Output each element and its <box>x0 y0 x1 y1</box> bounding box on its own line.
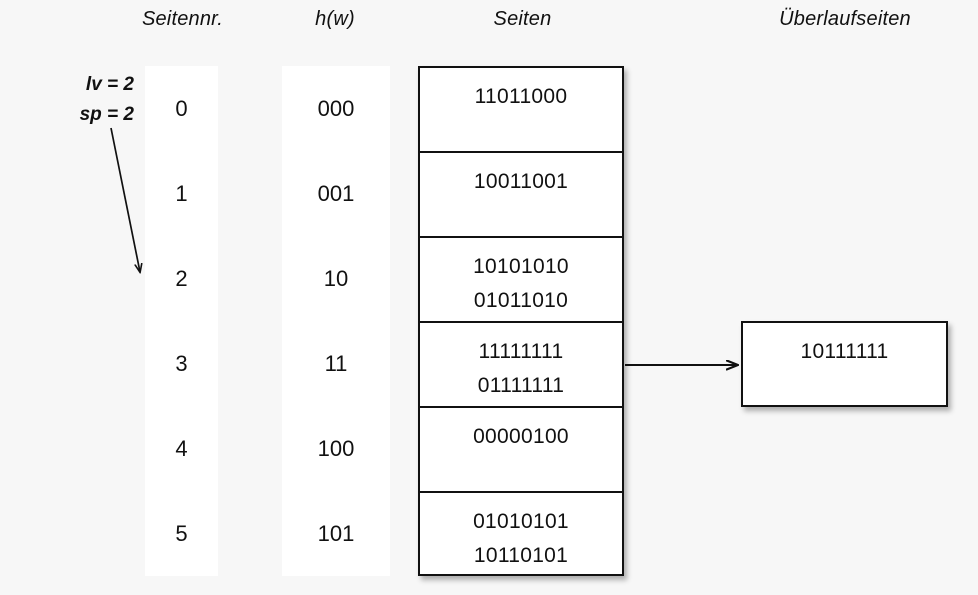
column-header-seitennr: Seitennr. <box>141 8 224 30</box>
hw-column: 000 001 10 11 100 101 <box>282 66 390 576</box>
seitennr-cell: 5 <box>175 520 188 546</box>
pages-table: 11011000 10011001 10101010 01011010 1111… <box>418 66 624 576</box>
page-record: 01011010 <box>473 289 569 312</box>
seitennr-cell: 0 <box>175 95 188 121</box>
page-record: 11011000 <box>474 85 568 108</box>
page-record: 01111111 <box>477 374 565 397</box>
page-record: 01010101 <box>473 510 569 533</box>
page-bucket: 00000100 <box>420 408 622 493</box>
page-bucket: 11111111 01111111 <box>420 323 622 408</box>
page-record: 00000100 <box>473 425 569 448</box>
seitennr-cell: 4 <box>175 435 188 461</box>
hw-cell: 101 <box>317 520 355 546</box>
page-record: 10011001 <box>473 170 569 193</box>
hw-cell: 100 <box>317 435 355 461</box>
page-bucket: 01010101 10110101 <box>420 493 622 578</box>
split-pointer-arrow <box>110 127 140 272</box>
seitennr-column: 0 1 2 3 4 5 <box>145 66 218 576</box>
hw-cell: 000 <box>317 95 355 121</box>
hash-parameters: lv = 2 sp = 2 <box>14 70 134 130</box>
seitennr-cell: 3 <box>175 350 188 376</box>
page-bucket: 10011001 <box>420 153 622 238</box>
seitennr-cell: 1 <box>175 180 188 206</box>
page-record: 11111111 <box>478 340 564 363</box>
column-header-ueberlaufseiten: Überlaufseiten <box>779 8 911 30</box>
overflow-page: 10111111 <box>741 321 948 407</box>
column-header-hw: h(w) <box>315 8 355 30</box>
overflow-record: 10111111 <box>800 340 889 363</box>
seitennr-cell: 2 <box>175 265 188 291</box>
page-bucket: 11011000 <box>420 68 622 153</box>
split-pointer-label: sp = 2 <box>79 104 134 125</box>
page-record: 10101010 <box>473 255 569 278</box>
hw-cell: 11 <box>324 350 348 376</box>
page-bucket: 10101010 01011010 <box>420 238 622 323</box>
column-header-seiten: Seiten <box>493 8 552 30</box>
level-label: lv = 2 <box>85 74 134 95</box>
hw-cell: 10 <box>323 265 349 291</box>
hw-cell: 001 <box>317 180 355 206</box>
page-record: 10110101 <box>473 544 569 567</box>
